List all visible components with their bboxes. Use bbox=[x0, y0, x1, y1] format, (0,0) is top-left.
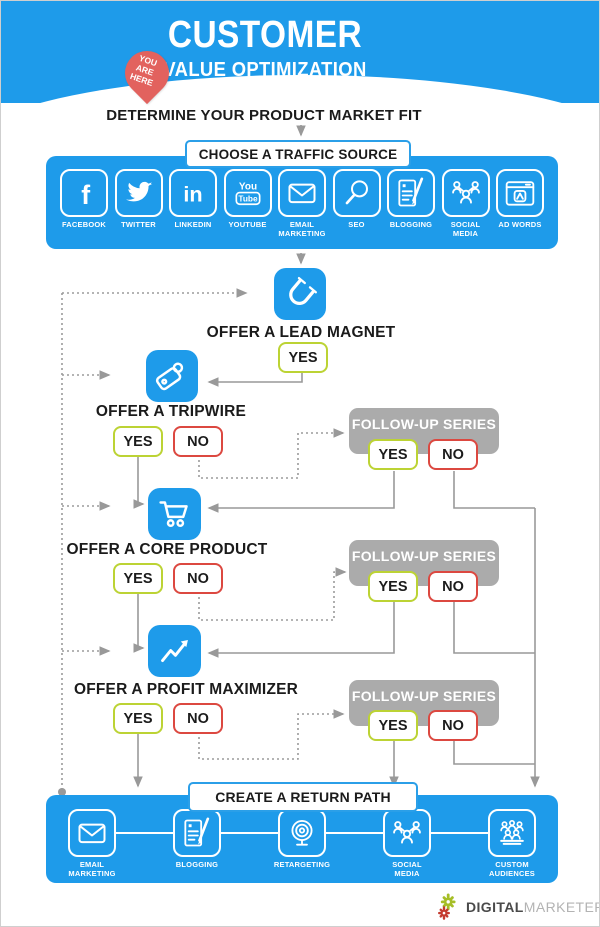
traffic-source-label: FACEBOOK bbox=[61, 220, 107, 229]
traffic-source-label: LINKEDIN bbox=[174, 220, 212, 229]
return-channel-blogging: BLOGGING bbox=[171, 809, 223, 879]
retargeting-icon bbox=[278, 809, 326, 857]
svg-text:f: f bbox=[81, 180, 90, 210]
return-channel-social-media: SOCIAL MEDIA bbox=[381, 809, 433, 879]
email-icon bbox=[68, 809, 116, 857]
traffic-source-label: AD WORDS bbox=[498, 220, 542, 229]
tripwire-yes: YES bbox=[113, 426, 163, 457]
core-product-no: NO bbox=[173, 563, 223, 594]
magnifier-icon bbox=[332, 169, 381, 217]
return-channel-label: EMAIL MARKETING bbox=[68, 860, 116, 879]
return-channel-label: SOCIAL MEDIA bbox=[392, 860, 422, 879]
profit-maximizer-no: NO bbox=[173, 703, 223, 734]
core-product-icon bbox=[148, 488, 201, 540]
twitter-icon bbox=[114, 169, 163, 217]
traffic-source-social-media: SOCIAL MEDIA bbox=[440, 169, 492, 239]
market-fit-label: DETERMINE YOUR PRODUCT MARKET FIT bbox=[106, 107, 422, 124]
brand-digital: DIGITAL bbox=[466, 899, 524, 915]
traffic-source-label: SEO bbox=[348, 220, 365, 229]
traffic-sources-banner: f FACEBOOK TWITTER in LINKEDIN Yo bbox=[46, 156, 558, 249]
svg-text:Tube: Tube bbox=[238, 193, 258, 203]
social-media-icon bbox=[383, 809, 431, 857]
traffic-source-adwords: AD WORDS bbox=[494, 169, 546, 239]
tripwire-no: NO bbox=[173, 426, 223, 457]
return-path-title: CREATE A RETURN PATH bbox=[188, 782, 418, 812]
followup-2-no: NO bbox=[428, 571, 478, 602]
tripwire-label: OFFER A TRIPWIRE bbox=[95, 403, 247, 420]
social-media-icon bbox=[441, 169, 490, 217]
profit-maximizer-icon bbox=[148, 625, 201, 677]
followup-1-no: NO bbox=[428, 439, 478, 470]
traffic-source-seo: SEO bbox=[331, 169, 383, 239]
return-channel-retargeting: RETARGETING bbox=[273, 809, 331, 879]
return-channel-email: EMAIL MARKETING bbox=[66, 809, 118, 879]
followup-1-yes: YES bbox=[368, 439, 418, 470]
traffic-source-facebook: f FACEBOOK bbox=[58, 169, 110, 239]
lead-magnet-label: OFFER A LEAD MAGNET bbox=[206, 324, 396, 341]
traffic-source-twitter: TWITTER bbox=[113, 169, 165, 239]
facebook-icon: f bbox=[60, 169, 108, 217]
traffic-source-label: SOCIAL MEDIA bbox=[450, 220, 481, 239]
followup-2-yes: YES bbox=[368, 571, 418, 602]
return-channel-label: RETARGETING bbox=[273, 860, 331, 869]
return-channel-label: CUSTOM AUDIENCES bbox=[489, 860, 535, 879]
core-product-label: OFFER A CORE PRODUCT bbox=[66, 541, 268, 558]
svg-text:You: You bbox=[238, 182, 256, 193]
traffic-source-youtube: You Tube YOUTUBE bbox=[222, 169, 274, 239]
youtube-icon: You Tube bbox=[223, 169, 272, 217]
page-title: CUSTOMER bbox=[167, 14, 363, 56]
core-product-yes: YES bbox=[113, 563, 163, 594]
tripwire-icon bbox=[146, 350, 198, 402]
traffic-source-blogging: BLOGGING bbox=[385, 169, 437, 239]
profit-maximizer-yes: YES bbox=[113, 703, 163, 734]
traffic-source-label: TWITTER bbox=[121, 220, 156, 229]
page-subtitle: VALUE OPTIMIZATION bbox=[163, 59, 367, 81]
return-channel-custom-audiences: CUSTOM AUDIENCES bbox=[486, 809, 538, 879]
traffic-source-label: YOUTUBE bbox=[228, 220, 267, 229]
traffic-source-email: EMAIL MARKETING bbox=[276, 169, 328, 239]
gears-icon bbox=[438, 893, 456, 920]
header-banner: CUSTOMER VALUE OPTIMIZATION bbox=[1, 1, 599, 165]
followup-3-yes: YES bbox=[368, 710, 418, 741]
linkedin-icon: in bbox=[169, 169, 217, 217]
blogging-icon bbox=[387, 169, 435, 217]
lead-magnet-icon bbox=[274, 268, 326, 320]
brand-marketer: MARKETER bbox=[523, 899, 600, 915]
traffic-source-label: EMAIL MARKETING bbox=[278, 220, 326, 239]
svg-text:in: in bbox=[183, 181, 202, 206]
blogging-icon bbox=[173, 809, 221, 857]
lead-magnet-yes: YES bbox=[278, 342, 328, 373]
traffic-source-linkedin: in LINKEDIN bbox=[167, 169, 219, 239]
return-channel-label: BLOGGING bbox=[175, 860, 219, 869]
traffic-source-label: BLOGGING bbox=[389, 220, 433, 229]
custom-audiences-icon bbox=[488, 809, 536, 857]
profit-maximizer-label: OFFER A PROFIT MAXIMIZER bbox=[73, 681, 299, 698]
adwords-icon bbox=[496, 169, 544, 217]
followup-3-no: NO bbox=[428, 710, 478, 741]
traffic-source-title: CHOOSE A TRAFFIC SOURCE bbox=[185, 140, 411, 168]
email-icon bbox=[278, 169, 326, 217]
